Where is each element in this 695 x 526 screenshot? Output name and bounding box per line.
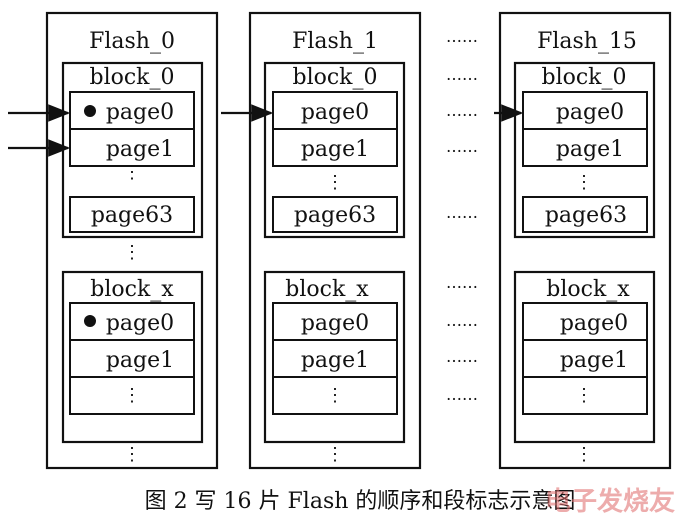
flash-0-block-0-title: block_0	[89, 65, 174, 90]
page1-label: page1	[106, 348, 174, 373]
page0-label: page0	[556, 100, 624, 125]
page1-label: page1	[560, 348, 628, 373]
page0-label: page0	[106, 311, 174, 336]
gap-dots-row: ……	[446, 347, 478, 366]
flash-0-block-0-page1	[69, 128, 195, 167]
gap-dots-row: ……	[446, 273, 478, 292]
write-order-arrows	[8, 104, 524, 157]
flash-1-block-0-page63	[272, 196, 398, 233]
gap-dots-row: ……	[446, 203, 478, 222]
page1-label: page1	[301, 137, 369, 162]
flash-15-block-x-page1	[522, 339, 648, 378]
flash-15-title: Flash_15	[537, 29, 637, 54]
flash-1-block-0-title: block_0	[292, 65, 377, 90]
flash-1-title: Flash_1	[292, 29, 378, 54]
flash-0-title: Flash_0	[89, 29, 175, 54]
vertical-ellipsis: ⋮	[575, 172, 593, 193]
flash-1-block-x-page0	[272, 302, 398, 341]
vertical-ellipsis: ⋮	[123, 444, 141, 465]
vertical-ellipsis: ⋮	[575, 444, 593, 465]
vertical-ellipsis: ⋮	[326, 172, 344, 193]
gap-dots-title-row: ……	[446, 27, 478, 46]
flash-15-column: Flash_15 block_0 page0 page1 ⋮ page63 bl…	[498, 11, 672, 470]
gap-dots-row: ……	[446, 101, 478, 120]
vertical-ellipsis: ⋮	[123, 242, 141, 263]
page0-label: page0	[301, 100, 369, 125]
page0-label: page0	[106, 100, 174, 125]
page63-label: page63	[294, 203, 376, 228]
vertical-ellipsis: ⋮	[123, 162, 141, 183]
vertical-ellipsis: ⋮	[575, 385, 593, 406]
flash-0-block-x-title: block_x	[90, 277, 174, 302]
flash-15-block-x-more	[522, 376, 648, 415]
page1-label: page1	[556, 137, 624, 162]
flash-1-block-0-page0	[272, 91, 398, 130]
flash-0-block-x-more	[69, 376, 195, 415]
page1-label: page1	[106, 137, 174, 162]
flash-1-block-x-title: block_x	[285, 277, 369, 302]
page0-label: page0	[560, 311, 628, 336]
flash-1-block-x-more	[272, 376, 398, 415]
segment-flag-dot	[84, 315, 96, 327]
gap-dots: …… …… …… …… …… …… …… …… ……	[446, 27, 478, 404]
figure-caption: 图 2 写 16 片 Flash 的顺序和段标志示意图	[145, 489, 576, 514]
gap-dots-row: ……	[446, 137, 478, 156]
gap-dots-row: ……	[446, 385, 478, 404]
page63-label: page63	[91, 203, 173, 228]
vertical-ellipsis: ⋮	[123, 385, 141, 406]
page0-label: page0	[301, 311, 369, 336]
flash-15-block-x-title: block_x	[546, 277, 630, 302]
flash-15-block-0-page1	[522, 128, 648, 167]
gap-dots-row: ……	[446, 65, 478, 84]
page1-label: page1	[301, 348, 369, 373]
vertical-ellipsis: ⋮	[326, 444, 344, 465]
segment-flag-dot	[84, 105, 96, 117]
flash-1-block-x-page1	[272, 339, 398, 378]
watermark-logo: 电子发烧友	[545, 486, 675, 517]
flash-0-block-0-page63	[69, 196, 195, 233]
flash-0-column: Flash_0 block_0 page0 page1 ⋮ page63 ⋮ b…	[45, 11, 219, 470]
flash-1-column: Flash_1 block_0 page0 page1 ⋮ page63 blo…	[248, 11, 422, 470]
page63-label: page63	[545, 203, 627, 228]
gap-dots-row: ……	[446, 311, 478, 330]
flash-15-block-0-title: block_0	[541, 65, 626, 90]
flash-15-block-0-page63	[522, 196, 648, 233]
vertical-ellipsis: ⋮	[326, 385, 344, 406]
flash-1-block-0-page1	[272, 128, 398, 167]
flash-0-block-x-page1	[69, 339, 195, 378]
